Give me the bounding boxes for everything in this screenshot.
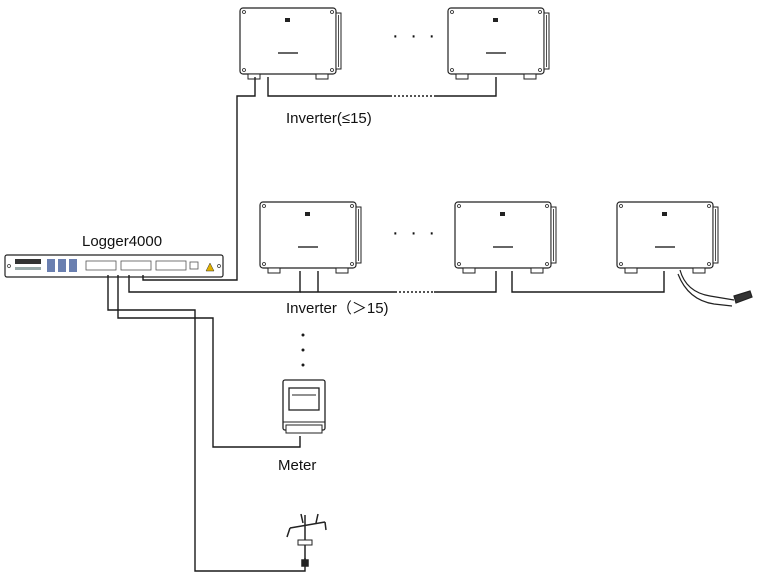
cable-logger-top (142, 77, 256, 281)
inverter-icon (454, 201, 557, 274)
connection-lines (107, 77, 665, 572)
cable-plug-icon (677, 269, 753, 307)
middle-row-ellipsis: · · · (392, 222, 439, 244)
top-row-ellipsis: · · · (392, 25, 439, 47)
inverter-icon (239, 7, 342, 80)
inverter-group-extended-label: Inverter（＞15) (286, 300, 389, 317)
logger-label: Logger4000 (82, 233, 163, 250)
meter-label: Meter (278, 457, 317, 474)
logger-icon (4, 254, 224, 278)
meter-icon (282, 379, 326, 434)
cable-logger-middle (128, 271, 301, 293)
vertical-ellipsis (301, 333, 305, 367)
inverter-icon (447, 7, 550, 80)
cable-logger-weather (107, 275, 306, 572)
cable-logger-meter (117, 275, 301, 448)
inverter-group-limited-label: Inverter(≤15) (286, 110, 372, 127)
inverter-icon (616, 201, 719, 274)
weather-station-icon (286, 513, 327, 567)
bus-top (267, 77, 390, 97)
inverter-icon (259, 201, 362, 274)
